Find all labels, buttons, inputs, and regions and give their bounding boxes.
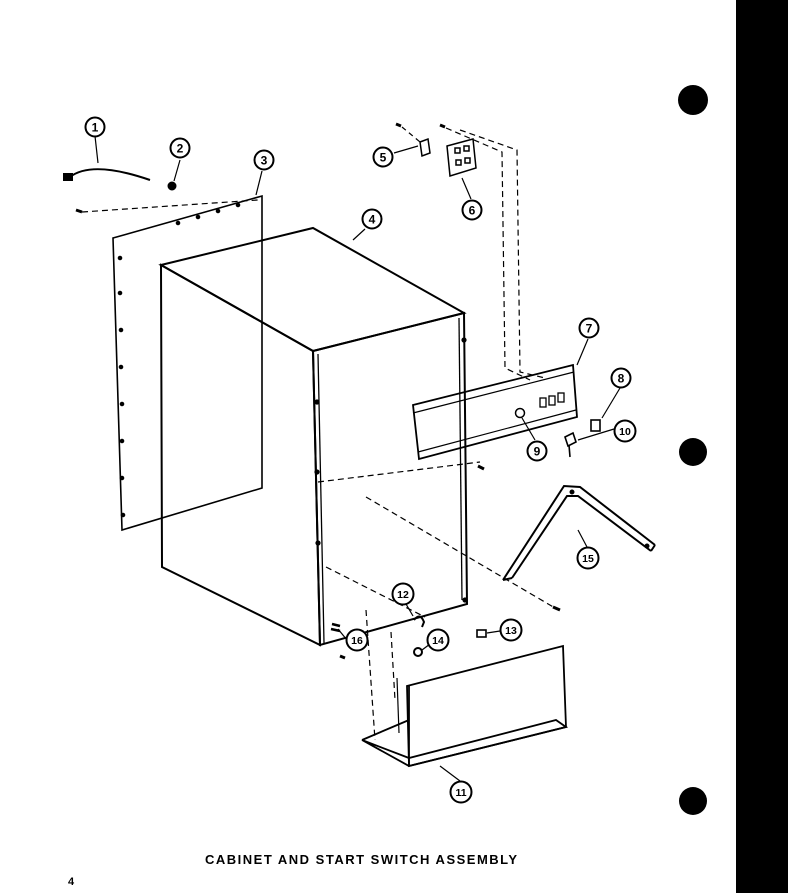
binder-strip xyxy=(736,0,788,893)
leader-switch-c xyxy=(459,129,546,379)
part-control-panel xyxy=(412,363,578,461)
screw-panel xyxy=(477,464,485,471)
part-knob xyxy=(564,431,577,458)
exploded-parts-diagram: 1 2 3 4 5 6 7 8 9 10 11 12 xyxy=(63,85,708,815)
punch-hole-top xyxy=(678,85,708,115)
callout-5: 5 xyxy=(372,146,394,168)
screw-switch-right xyxy=(439,123,446,129)
callout-7: 7 xyxy=(578,317,600,339)
part-base xyxy=(361,644,569,768)
screw-lower xyxy=(339,654,346,660)
svg-text:14: 14 xyxy=(432,635,444,647)
callout-leaders xyxy=(94,135,621,782)
page-number: 4 xyxy=(68,876,75,888)
part-start-switch xyxy=(446,138,477,177)
part-small-block xyxy=(476,629,487,638)
callout-10: 10 xyxy=(613,419,637,443)
screw-back xyxy=(75,208,83,214)
callout-14: 14 xyxy=(426,628,450,652)
svg-text:10: 10 xyxy=(619,426,631,438)
callout-16: 16 xyxy=(345,628,369,652)
punch-hole-bottom xyxy=(679,787,707,815)
part-small-screw xyxy=(330,622,341,633)
svg-text:8: 8 xyxy=(618,372,625,386)
svg-text:5: 5 xyxy=(380,151,387,165)
callout-4: 4 xyxy=(361,208,383,230)
leader-switch-b xyxy=(445,127,531,381)
part-back-panel xyxy=(112,194,263,532)
svg-text:16: 16 xyxy=(351,635,363,647)
part-brace xyxy=(502,484,656,581)
callout-2: 2 xyxy=(169,137,191,159)
part-cabinet xyxy=(158,226,469,647)
callout-1: 1 xyxy=(84,116,106,138)
svg-text:1: 1 xyxy=(92,121,99,135)
callout-13: 13 xyxy=(499,618,523,642)
part-clip xyxy=(419,137,431,158)
svg-text:15: 15 xyxy=(582,553,594,565)
callout-12: 12 xyxy=(391,582,415,606)
callout-11: 11 xyxy=(449,780,473,804)
leader-switch-a xyxy=(401,126,421,143)
leader-cabinet-brace xyxy=(365,496,556,609)
svg-text:9: 9 xyxy=(534,445,541,459)
screw-switch-left xyxy=(395,122,402,128)
callout-9: 9 xyxy=(526,440,548,462)
svg-text:2: 2 xyxy=(177,142,184,156)
part-small-clip xyxy=(413,615,426,628)
leader-base-left xyxy=(365,609,376,741)
svg-text:3: 3 xyxy=(261,154,268,168)
svg-text:11: 11 xyxy=(455,787,466,799)
leader-screw-back xyxy=(81,199,259,213)
part-grommet xyxy=(167,181,177,191)
part-small-washer xyxy=(413,647,423,657)
svg-text:6: 6 xyxy=(469,204,476,218)
leader-cabinet-panel xyxy=(317,461,481,483)
callout-6: 6 xyxy=(461,199,483,221)
svg-text:4: 4 xyxy=(369,213,376,227)
diagram-caption: CABINET AND START SWITCH ASSEMBLY xyxy=(205,852,519,867)
screw-brace xyxy=(552,605,561,612)
callout-8: 8 xyxy=(610,367,632,389)
part-switch-cap xyxy=(590,419,601,432)
svg-text:12: 12 xyxy=(397,589,409,601)
punch-hole-middle xyxy=(679,438,707,466)
svg-text:13: 13 xyxy=(505,625,517,637)
svg-text:7: 7 xyxy=(586,322,593,336)
callout-3: 3 xyxy=(253,149,275,171)
part-cord xyxy=(63,168,151,181)
callout-15: 15 xyxy=(576,546,600,570)
leader-base-inner xyxy=(390,631,396,701)
